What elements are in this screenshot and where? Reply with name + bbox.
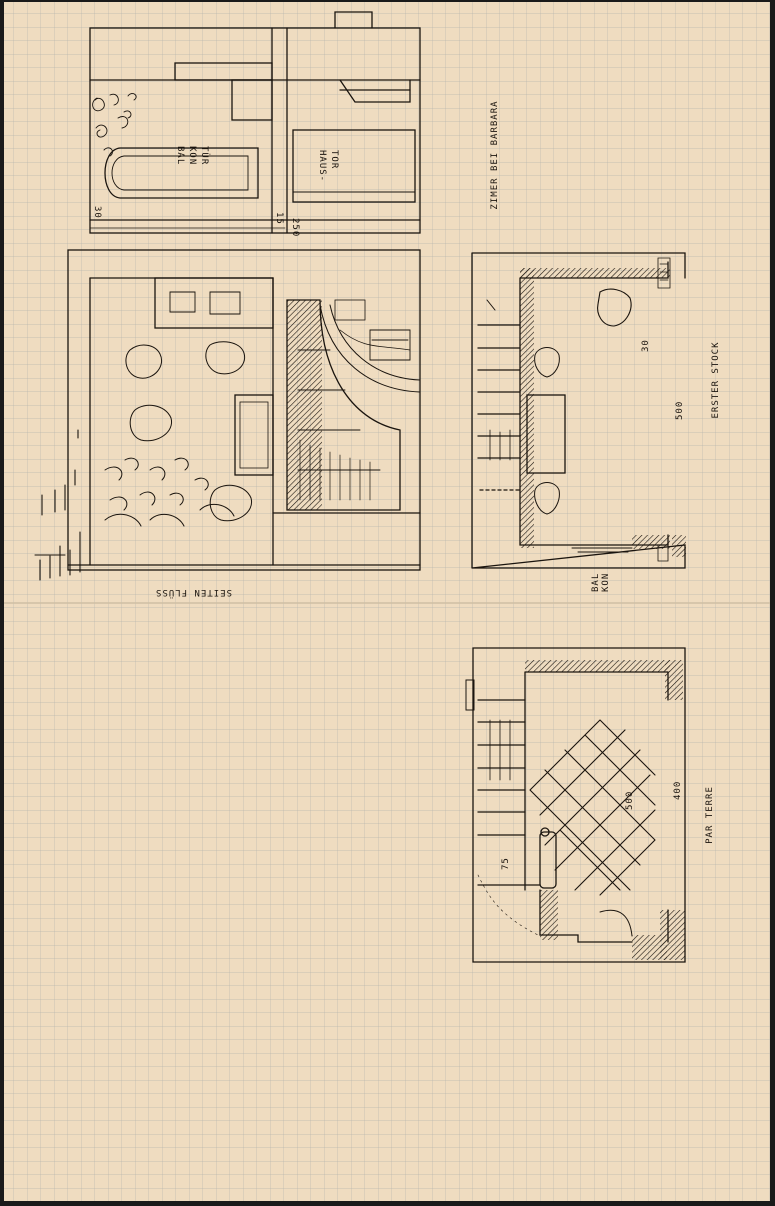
grid-paper <box>4 2 770 1201</box>
dim-75: 75 <box>501 857 511 870</box>
haustor-label-2: TOR <box>329 150 339 169</box>
haustor-door <box>292 129 416 203</box>
balkontur-label-3: TÜR <box>199 146 210 165</box>
balkontur-label-1: BAL <box>175 146 185 165</box>
erster-stock-label: ERSTER STOCK <box>711 341 721 418</box>
margin-plants <box>34 429 81 581</box>
dim-15: 15 <box>274 212 284 225</box>
seiten-fluss-label: SEITEN FLÜSS <box>155 587 232 598</box>
balkontur-label-2: KON <box>187 146 197 165</box>
elevation-facade <box>89 11 421 234</box>
balkon-label-2: KON <box>601 573 611 592</box>
plan-ground-floor <box>465 647 686 963</box>
dim-400: 400 <box>673 781 683 800</box>
interior-perspective <box>67 249 421 571</box>
parterre-label: PAR TERRE <box>705 786 715 844</box>
plan-first-floor <box>471 252 686 569</box>
balcony-door-arch <box>104 147 259 199</box>
dim-500-ground: 500 <box>625 791 635 810</box>
balkon-label-1: BAL <box>591 573 601 592</box>
sketch-drawings: BAL KON TÜR HAUS- TOR 30 15 250 <box>34 11 721 963</box>
dim-250: 250 <box>290 218 300 237</box>
dim-500-first: 500 <box>675 401 685 420</box>
zimmer-bei-barbara-label: ZIMER BEI BARBARA <box>490 100 500 209</box>
haustor-label-1: HAUS- <box>317 150 327 182</box>
dim-30: 30 <box>92 206 102 219</box>
dim-30-first: 30 <box>641 339 651 352</box>
